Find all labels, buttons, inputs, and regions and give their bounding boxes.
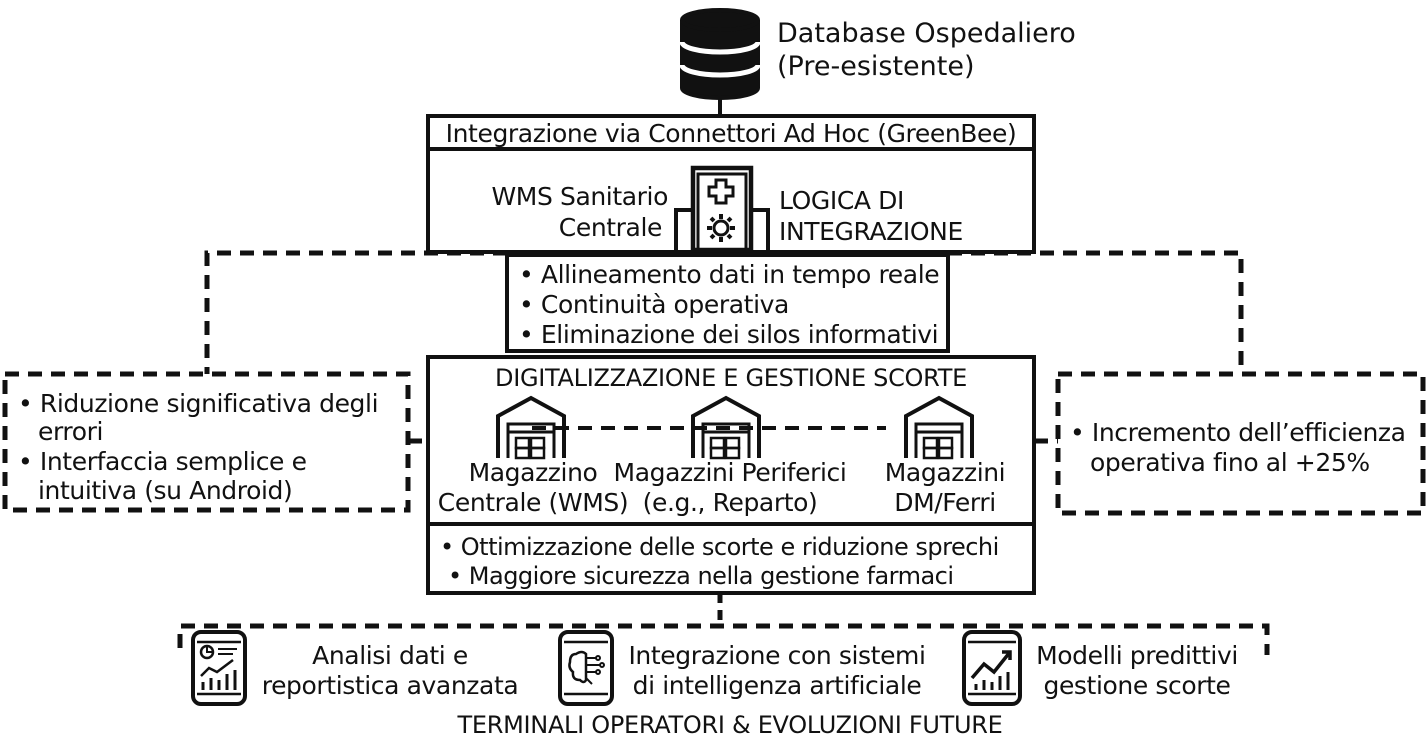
center-benefits-box [505, 253, 950, 353]
center-benefit-item: • Continuità operativa [519, 290, 789, 319]
wms-label-line1: WMS Sanitario [491, 182, 668, 211]
left-box-line: intuitiva (su Android) [38, 476, 293, 505]
logic-label-line2: INTEGRAZIONE [779, 217, 963, 246]
warehouse-icon [904, 395, 974, 460]
digitalization-benefit-item: • Maggiore sicurezza nella gestione farm… [448, 562, 954, 590]
warehouse-label: Magazzino [468, 458, 598, 487]
tablet-analytics-icon [191, 630, 247, 706]
integration-header: Integrazione via Connettori Ad Hoc (Gree… [445, 119, 1017, 148]
warehouse-icon [496, 395, 566, 460]
digitalization-title: DIGITALIZZAZIONE E GESTIONE SCORTE [495, 364, 967, 392]
center-benefit-item: • Allineamento dati in tempo reale [519, 260, 940, 289]
future-item-label: gestione scorte [1043, 671, 1231, 700]
hospital-gear-icon [674, 165, 770, 253]
warehouse-label: Magazzini Periferici [613, 458, 847, 487]
tablet-chart-icon [962, 630, 1022, 706]
side-connectors [204, 250, 1244, 444]
warehouse-icon [691, 395, 761, 460]
digitalization-benefit-item: • Ottimizzazione delle scorte e riduzion… [440, 533, 999, 561]
left-box-line: errori [38, 417, 104, 446]
warehouse-label: Centrale (WMS) [437, 488, 629, 517]
future-item-label: Modelli predittivi [1036, 641, 1238, 670]
right-box-line: operativa fino al +25% [1090, 448, 1370, 477]
database-subtitle: (Pre-esistente) [777, 51, 975, 82]
logic-label-line1: LOGICA DI [779, 186, 904, 215]
future-section-title: TERMINALI OPERATORI & EVOLUZIONI FUTURE [457, 711, 1003, 739]
wms-label-line2: Centrale [558, 213, 663, 242]
warehouse-label: Magazzini [884, 458, 1006, 487]
database-title: Database Ospedaliero [777, 18, 1076, 49]
warehouse-label: (e.g., Reparto) [642, 488, 818, 517]
future-item-label: di intelligenza artificiale [632, 671, 922, 700]
future-item-label: Analisi dati e [312, 641, 468, 670]
future-item-label: Integrazione con sistemi [628, 641, 926, 670]
left-benefits-box [2, 371, 411, 513]
right-box-line: • Incremento dell’efficienza [1070, 418, 1406, 447]
future-bracket [177, 623, 1270, 655]
warehouse-label: DM/Ferri [894, 488, 996, 517]
center-benefit-item: • Eliminazione dei silos informativi [519, 320, 939, 349]
left-box-line: • Interfaccia semplice e [18, 447, 307, 476]
tablet-ai-brain-icon [558, 630, 614, 706]
digitalization-box [426, 355, 1036, 595]
future-item-label: reportistica avanzata [261, 671, 519, 700]
database-icon [679, 8, 761, 100]
left-box-line: • Riduzione significativa degli [18, 389, 379, 418]
